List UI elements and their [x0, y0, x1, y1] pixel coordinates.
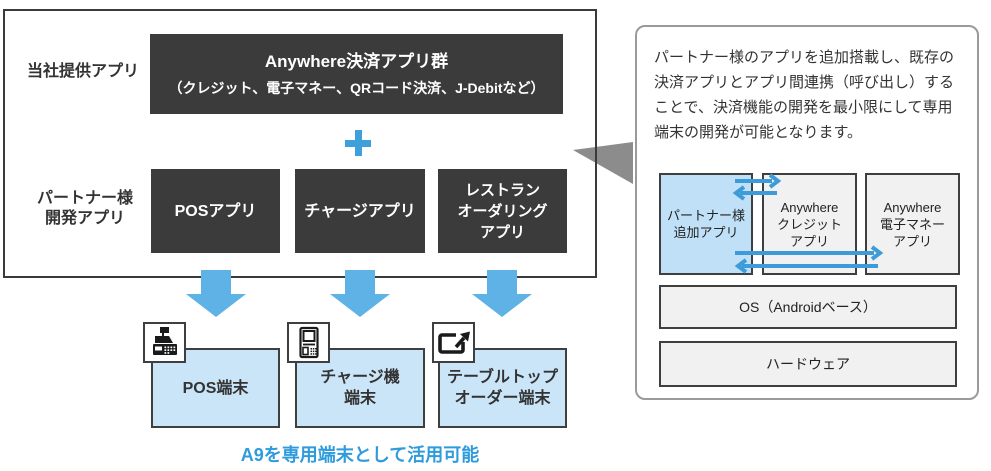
- anywhere-credit-line2: クレジット: [776, 216, 842, 232]
- charge-kiosk-icon: [287, 322, 330, 363]
- anywhere-payment-apps-box: Anywhere決済アプリ群 （クレジット、電子マネー、QRコード決済、J-De…: [150, 34, 563, 114]
- charge-terminal-line1: チャージ機: [320, 369, 400, 386]
- tabletop-terminal-line1: テーブルトップ: [446, 369, 559, 386]
- anywhere-emoney-app-box: Anywhere 電子マネー アプリ: [865, 173, 960, 275]
- down-arrow-head: [330, 294, 390, 317]
- pos-terminal-line1: POS端末: [182, 379, 249, 397]
- callout-description: パートナー様のアプリを追加搭載し、既存の 決済アプリとアプリ間連携（呼び出し）す…: [654, 45, 976, 145]
- restaurant-app-line3: アプリ: [479, 223, 525, 241]
- plus-icon: [345, 130, 371, 156]
- tabletop-order-icon: [432, 322, 475, 363]
- cash-register-glyph: [152, 326, 177, 355]
- anywhere-box-title: Anywhere決済アプリ群: [264, 51, 449, 71]
- tablet-share-glyph: [437, 329, 471, 354]
- tabletop-terminal-line2: オーダー端末: [454, 390, 551, 407]
- callout-description-line4: 端末の開発が可能となります。: [654, 124, 863, 141]
- partner-added-app-line2: 追加アプリ: [673, 225, 739, 240]
- os-label: OS（Androidベース）: [739, 298, 877, 315]
- down-arrow-stem: [487, 270, 517, 295]
- tabletop-terminal-box: テーブルトップ オーダー端末: [438, 348, 567, 428]
- restaurant-ordering-app-box: レストラン オーダリング アプリ: [438, 169, 567, 253]
- anywhere-credit-line1: Anywhere: [780, 199, 839, 215]
- down-arrow-head: [472, 294, 532, 317]
- anywhere-box-subtitle: （クレジット、電子マネー、QRコード決済、J-Debitなど）: [168, 79, 545, 96]
- restaurant-app-line1: レストラン: [464, 181, 540, 199]
- a9-caption: A9を専用端末として活用可能: [240, 445, 480, 465]
- pos-app-label: POSアプリ: [174, 202, 257, 220]
- partner-apps-label-line2: 開発アプリ: [44, 210, 125, 227]
- pos-app-box: POSアプリ: [151, 169, 280, 253]
- down-arrow-icon: [186, 270, 246, 317]
- anywhere-credit-line3: アプリ: [789, 233, 829, 249]
- kiosk-glyph: [298, 326, 319, 358]
- partner-added-app-line1: パートナー様: [666, 208, 745, 223]
- provider-apps-label: 当社提供アプリ: [26, 63, 139, 80]
- down-arrow-stem: [201, 270, 231, 295]
- callout-description-line1: パートナー様のアプリを追加搭載し、既存の: [654, 49, 955, 66]
- partner-apps-label: パートナー様 開発アプリ: [8, 189, 162, 229]
- charge-app-box: チャージアプリ: [295, 169, 425, 253]
- restaurant-app-line2: オーダリング: [457, 202, 548, 220]
- pos-terminal-box: POS端末: [151, 348, 280, 428]
- partner-apps-label-line1: パートナー様: [36, 190, 133, 207]
- down-arrow-head: [186, 294, 246, 317]
- callout-description-line2: 決済アプリとアプリ間連携（呼び出し）する: [654, 74, 955, 91]
- callout-description-line3: ことで、決済機能の開発を最小限にして専用: [654, 99, 953, 116]
- down-arrow-stem: [345, 270, 375, 295]
- charge-app-label: チャージアプリ: [304, 202, 416, 220]
- anywhere-emoney-line2: 電子マネー: [879, 216, 945, 232]
- anywhere-emoney-line3: アプリ: [892, 233, 932, 249]
- anywhere-emoney-line1: Anywhere: [883, 199, 942, 215]
- down-arrow-icon: [472, 270, 532, 317]
- os-box: OS（Androidベース）: [659, 285, 957, 329]
- pos-register-icon: [143, 322, 186, 363]
- anywhere-credit-app-box: Anywhere クレジット アプリ: [762, 173, 857, 275]
- hardware-box: ハードウェア: [659, 341, 957, 387]
- partner-added-app-box: パートナー様 追加アプリ: [659, 173, 753, 275]
- down-arrow-icon: [330, 270, 390, 317]
- charge-terminal-line2: 端末: [343, 390, 376, 407]
- hardware-label: ハードウェア: [766, 355, 850, 372]
